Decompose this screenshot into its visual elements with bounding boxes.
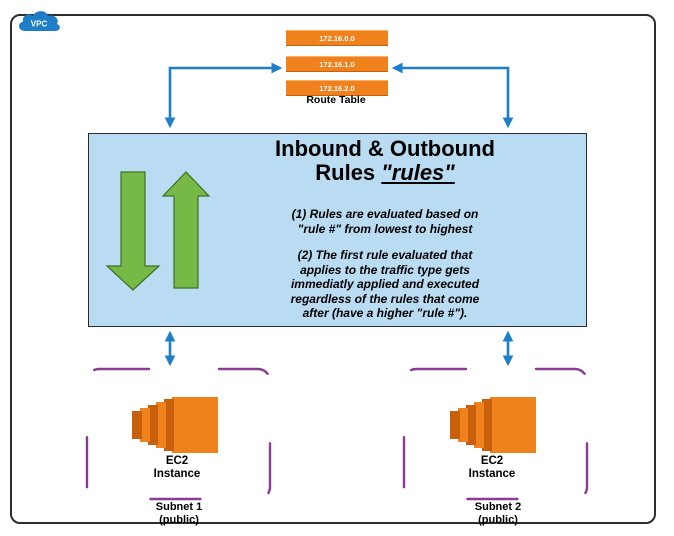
rule-2-line: immediatly applied and executed <box>290 277 480 292</box>
ec2-label-line: EC2 <box>480 455 504 467</box>
rules-title-quoted: "rules" <box>381 160 455 185</box>
route-table-entry: 172.16.2.0 <box>286 80 388 96</box>
ec2-label-subnet-1: EC2 Instance <box>137 455 217 481</box>
route-table-entry: 172.16.0.0 <box>286 30 388 46</box>
route-table-label: Route Table <box>306 94 366 106</box>
rule-2-line: applies to the traffic type gets <box>300 262 470 277</box>
rule-2-line: (2) The first rule evaluated that <box>297 248 473 262</box>
rule-1-line: (1) Rules are evaluated based on <box>291 207 479 221</box>
ec2-icon <box>132 397 218 453</box>
ec2-icon <box>450 397 536 453</box>
rule-1-line: "rule #" from lowest to highest <box>297 221 473 236</box>
subnet-1-label: Subnet 1 (public) <box>134 501 224 527</box>
vpc-cloud-icon: VPC <box>19 11 60 31</box>
rule-2-line: after (have a higher "rule #"). <box>302 306 468 321</box>
subnet-name: Subnet 2 <box>474 501 522 513</box>
route-to-rules-arrow-right <box>391 62 514 129</box>
vpc-badge-label: VPC <box>31 20 48 29</box>
subnet-1-boundary <box>85 367 272 501</box>
ec2-label-subnet-2: EC2 Instance <box>452 455 532 481</box>
vpc-boundary <box>10 14 656 524</box>
subnet-type: (public) <box>159 514 199 526</box>
subnet-2-boundary <box>402 367 589 501</box>
subnet-2-label: Subnet 2 (public) <box>453 501 543 527</box>
rules-title-line2: Rules "rules" <box>236 161 534 185</box>
rule-1-text: (1) Rules are evaluated based on "rule #… <box>240 207 530 236</box>
bidirectional-arrows-icon <box>105 171 211 291</box>
rule-2-text: (2) The first rule evaluated that applie… <box>240 248 530 321</box>
ec2-label-line: Instance <box>153 468 201 480</box>
route-to-rules-arrow-left <box>164 62 283 129</box>
rules-title: Inbound & Outbound Rules "rules" <box>236 137 534 185</box>
rules-panel <box>88 133 587 327</box>
rule-2-line: regardless of the rules that come <box>290 291 480 306</box>
ec2-label-line: Instance <box>468 468 516 480</box>
subnet-name: Subnet 1 <box>155 501 203 513</box>
subnet-type: (public) <box>478 514 518 526</box>
route-table-entry: 172.16.1.0 <box>286 56 388 72</box>
rules-title-line1: Inbound & Outbound <box>275 136 495 161</box>
rules-title-prefix: Rules <box>315 160 382 185</box>
ec2-label-line: EC2 <box>165 455 189 467</box>
